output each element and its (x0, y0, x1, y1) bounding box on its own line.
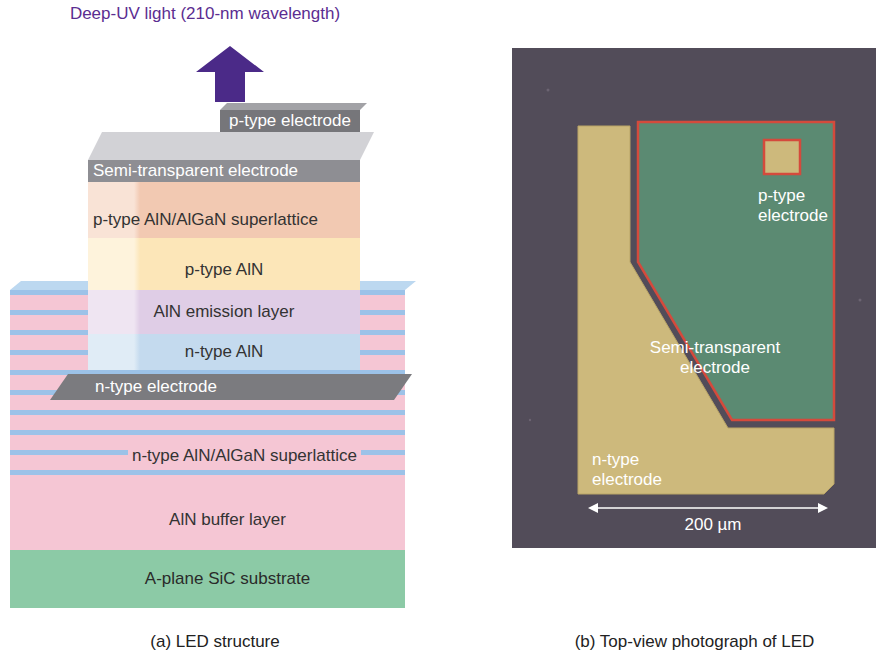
superlattice-layer: p-type AlN/AlGaN superlattice (88, 182, 360, 238)
photo-ground (512, 48, 876, 548)
semiconductor-layer: p-type AlN (88, 238, 360, 290)
panel-caption: (b) Top-view photograph of LED (513, 632, 876, 652)
photo-speck (547, 89, 550, 92)
layer-name: p-type AlN (185, 260, 263, 280)
part-label: p-type electrode (758, 186, 838, 226)
buffer-layer: AlN buffer layer (10, 490, 405, 550)
scale-head (588, 503, 598, 513)
electrode-strip: n-type electrode (50, 374, 412, 400)
layer-name: n-type AlN (185, 342, 263, 362)
layer-name: p-type electrode (229, 111, 351, 131)
layer-name: A-plane SiC substrate (145, 569, 310, 589)
layer-name: AlN buffer layer (169, 510, 286, 530)
p-electrode-pad (764, 140, 800, 174)
electrode-block: p-type electrode (220, 110, 360, 132)
layer-name: p-type AlN/AlGaN superlattice (93, 210, 318, 230)
layer-name: n-type AlN/AlGaN superlattice (128, 446, 361, 466)
dimension-label: 200 µm (668, 515, 758, 535)
photo-speck (529, 419, 531, 421)
part-label: Semi-transparent electrode (630, 338, 800, 378)
mesa-top-face (88, 132, 374, 160)
emission-layer: AlN emission layer (88, 290, 360, 334)
panel-caption: (a) LED structure (10, 632, 420, 652)
semiconductor-layer: n-type AlN (88, 334, 360, 370)
layer-name: n-type electrode (95, 377, 217, 397)
scale-head (818, 503, 828, 513)
substrate-layer: A-plane SiC substrate (10, 550, 405, 608)
layer-name: Semi-transparent electrode (93, 161, 298, 181)
photo-speck (859, 299, 862, 302)
part-label: n-type electrode (592, 450, 672, 490)
light-arrow (196, 46, 264, 102)
layer-name: AlN emission layer (154, 302, 295, 322)
light-label: Deep-UV light (210-nm wavelength) (30, 4, 380, 24)
electrode-top-face (220, 103, 367, 110)
scale-line (596, 507, 820, 509)
electrode-layer: Semi-transparent electrode (88, 160, 360, 182)
